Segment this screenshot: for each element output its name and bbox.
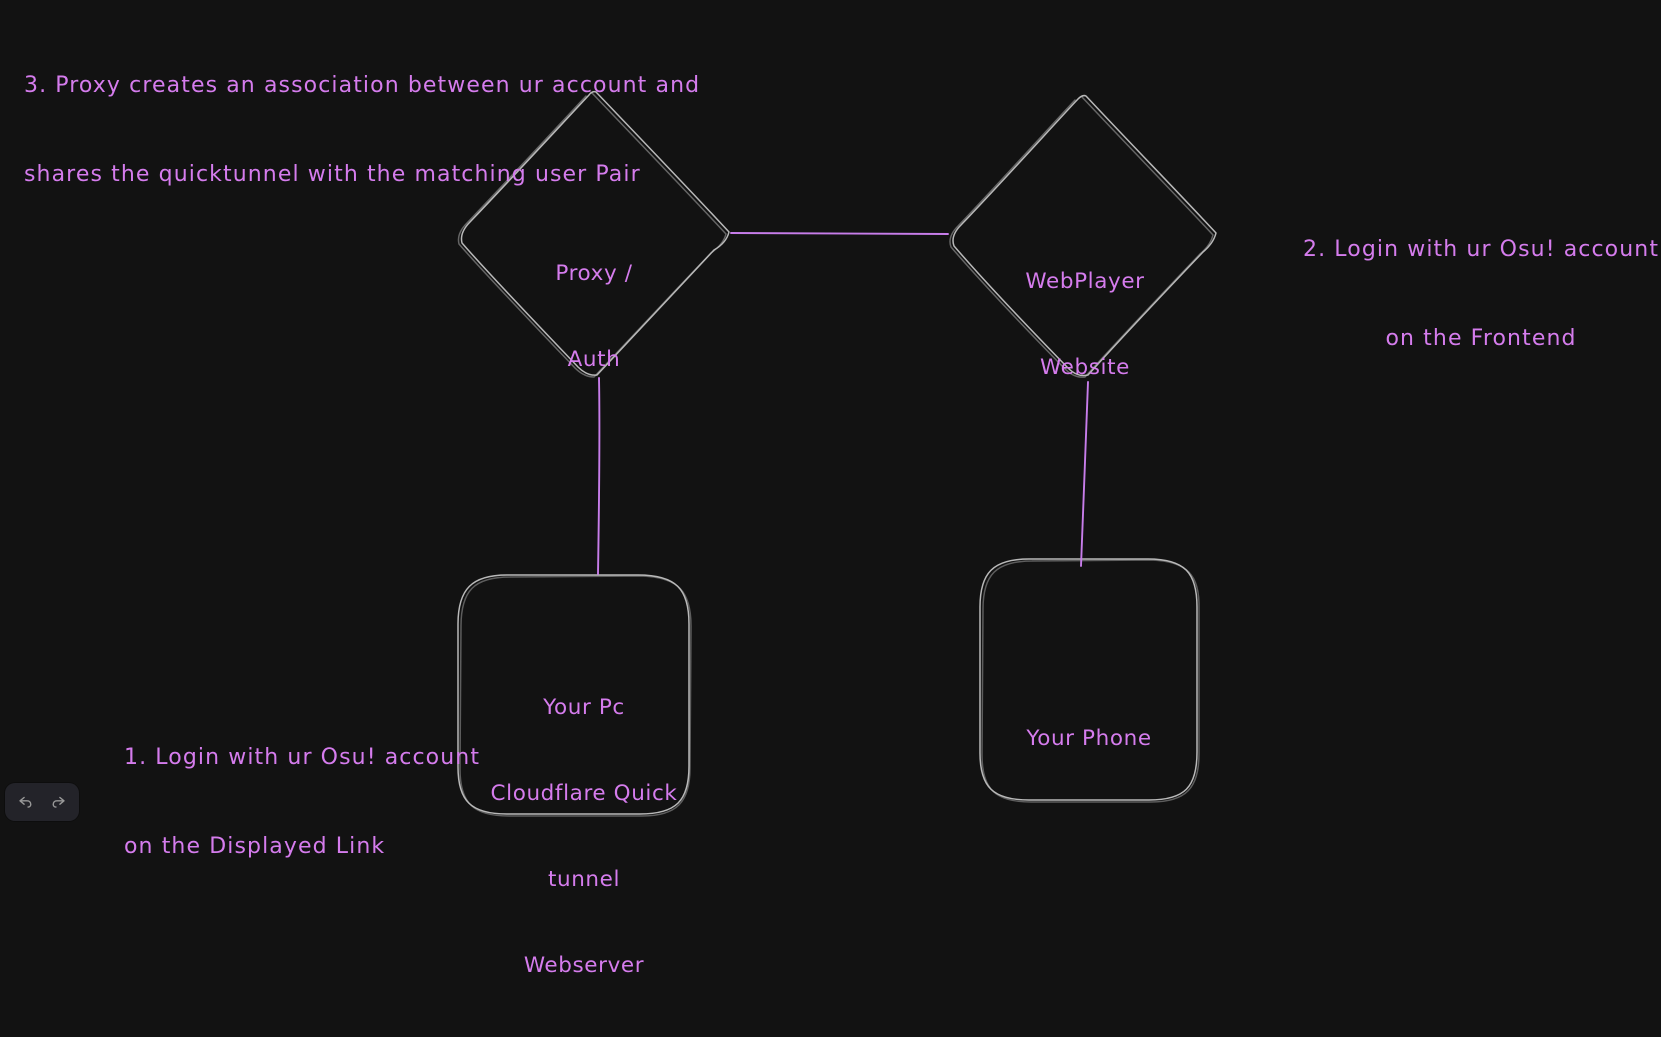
annotation-step-3-line-2: shares the quicktunnel with the matching… (24, 162, 641, 188)
node-label-proxy-auth-line-2: Auth (567, 346, 621, 372)
annotation-step-3[interactable]: 3. Proxy creates an association between … (24, 12, 700, 250)
connector-webplayer-to-your-phone (1080, 381, 1089, 567)
node-label-webplayer[interactable]: WebPlayer Website (985, 211, 1185, 440)
node-label-your-phone-line-1: Your Phone (1026, 726, 1152, 752)
annotation-step-2-line-2: on the Frontend (1385, 326, 1577, 352)
connector-proxy-to-webplayer (730, 232, 949, 235)
node-label-your-pc-line-1: Your Pc (543, 695, 625, 721)
annotation-step-2-line-1: 2. Login with ur Osu! account (1303, 237, 1660, 263)
annotation-step-1[interactable]: 1. Login with ur Osu! account on the Dis… (124, 684, 480, 922)
node-proxy-auth-shape (457, 90, 730, 378)
node-your-phone-shape (979, 558, 1200, 803)
node-webplayer-shape (949, 94, 1217, 378)
node-label-webplayer-line-1: WebPlayer (1025, 269, 1145, 295)
undo-icon (19, 796, 32, 808)
redo-icon (52, 796, 65, 808)
node-label-your-pc-line-4: Webserver (523, 952, 645, 978)
diagram-scene (457, 90, 1217, 817)
annotation-step-2[interactable]: 2. Login with ur Osu! account on the Fro… (1303, 176, 1659, 414)
node-label-webplayer-line-2: Website (1040, 354, 1130, 380)
annotation-step-3-line-1: 3. Proxy creates an association between … (24, 73, 701, 99)
connector-proxy-to-your-pc (597, 377, 601, 575)
node-label-your-pc-line-3: tunnel (547, 866, 621, 892)
annotation-step-1-line-1: 1. Login with ur Osu! account (124, 745, 481, 771)
annotation-step-1-line-2: on the Displayed Link (124, 834, 386, 860)
node-label-your-pc[interactable]: Your Pc Cloudflare Quick tunnel Webserve… (484, 637, 684, 1037)
node-label-proxy-auth-line-1: Proxy / (555, 261, 633, 287)
history-toolbar (5, 783, 79, 821)
node-label-your-phone[interactable]: Your Phone (989, 668, 1189, 811)
undo-button[interactable] (9, 787, 41, 817)
node-label-your-pc-line-2: Cloudflare Quick (490, 780, 678, 806)
node-your-pc-shape (457, 574, 692, 817)
whiteboard-canvas[interactable]: 3. Proxy creates an association between … (0, 0, 1661, 978)
node-label-proxy-auth[interactable]: Proxy / Auth (494, 203, 694, 432)
redo-button[interactable] (43, 787, 75, 817)
